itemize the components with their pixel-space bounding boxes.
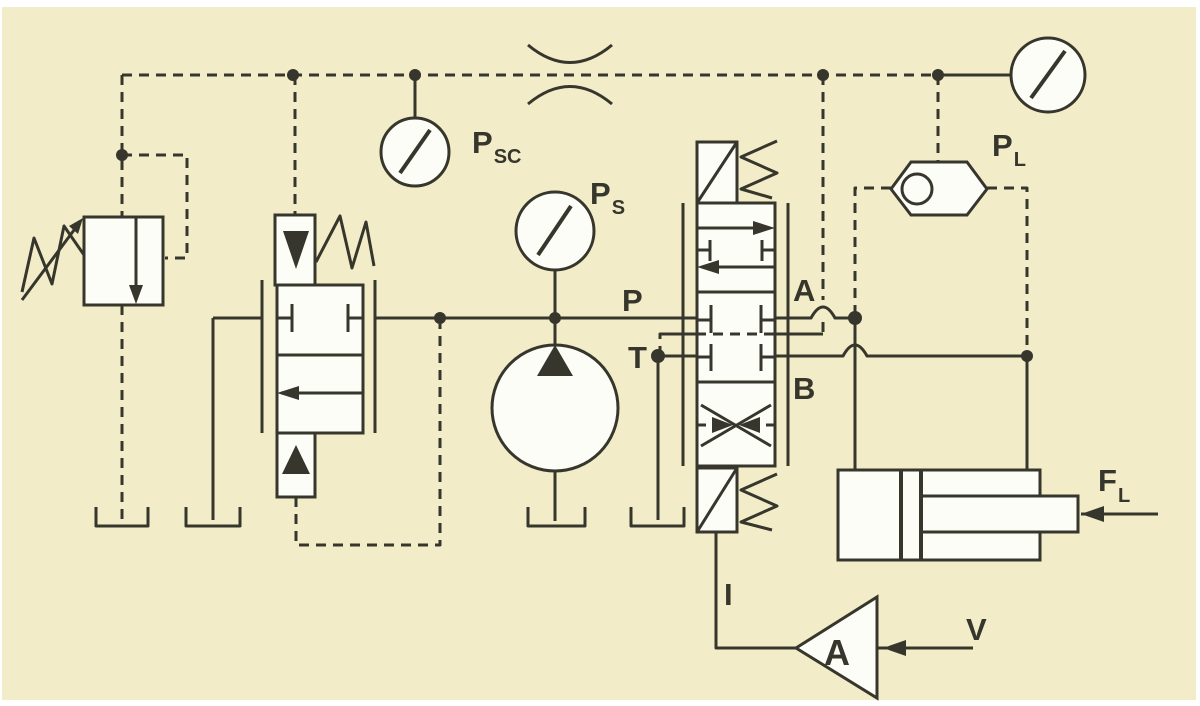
cylinder-piston [899,471,923,559]
orifice-arc-top [527,43,613,64]
current-signal-wire [714,532,796,650]
servo-bottom-solenoid-slash [695,467,739,533]
relief-flow-arrowhead-icon [129,285,143,304]
port-p-label: P [622,283,643,318]
tank-symbol-pump [526,507,587,528]
gauge-pl-label: PL [992,128,1026,171]
servo-p3-arrowhead-left-icon [739,417,760,433]
cylinder-rod [919,494,1080,534]
servo-p3-cross-lines [700,403,772,448]
gauge-pl-label-sub: L [1014,149,1026,171]
shuttle-left-pilot-line [853,186,891,315]
servo-p1-arrowhead-right-icon [753,221,775,235]
load-force-arrowhead-icon [1081,506,1104,522]
relief-valve-body [82,215,165,307]
pump [490,343,620,473]
port-a-label: A [793,273,815,308]
pressure-compensator-valve [260,213,377,499]
compensator-flow-arrowhead-icon [277,386,299,400]
servo-p3-arrowhead-right-icon [712,417,733,433]
orifice-arc-bottom [527,85,613,106]
servo-p1-arrowhead-left-icon [697,260,719,274]
compensator-spring-icon [314,214,376,270]
compensator-bottom-pilot-triangle-icon [282,445,310,474]
pressure-gauge-psc: PSC [379,116,521,188]
service-line-a [775,305,855,320]
port-b-label: B [793,371,815,406]
load-force-label: FL [1098,463,1130,507]
amplifier: A V I [714,532,987,701]
gauge-pl-needle-icon [1029,49,1067,100]
cylinder [836,468,1080,562]
pressure-gauge-ps: PS [514,176,625,272]
shuttle-ball-icon [900,172,934,206]
junction-dot [932,69,944,81]
servo-p2-blocked-right-top [759,305,775,333]
servo-p1-blocked-right [760,240,775,261]
compensator-top-pilot-triangle-icon [283,231,309,269]
relief-valve [20,215,165,307]
gauge-psc-label-main: P [472,125,493,160]
diagram-background [2,7,1196,700]
compensator-blocked-port-left [277,304,294,332]
relief-adjust-arrowhead-icon [69,218,83,234]
compensator-blocked-port-right [346,304,363,332]
orifice-restrictor [527,43,613,106]
junction-dot [116,149,128,161]
shuttle-right-pilot-line [987,186,1029,351]
compensator-feedback-line [294,321,442,547]
junction-dots [116,69,1033,363]
gauge-ps-label: PS [590,176,625,219]
junction-dot [287,69,299,81]
junction-dot [409,69,421,81]
tank-symbol-relief [94,507,150,528]
relief-adjust-arrow [20,221,82,301]
amplifier-label: A [824,632,850,673]
servo-p2-blocked-left-bottom [697,344,713,371]
junction-dot [651,349,665,363]
tank-symbol-compensator [184,507,242,528]
junction-dot [549,312,561,324]
voltage-label: V [966,612,987,647]
compensator-body [275,283,365,435]
junction-dot [1021,350,1033,362]
gauge-ps-needle-icon [536,204,573,257]
junction-dot [434,312,446,324]
port-labels: P T A B [622,273,815,406]
load-force-label-sub: L [1118,485,1130,507]
gauge-psc-label-sub: SC [494,146,522,168]
servo-top-solenoid-slash [695,141,739,204]
tank-symbol-valve [629,507,686,528]
load-force-arrow: FL [1081,463,1158,522]
service-line-b [775,343,1027,358]
gauge-psc-label: PSC [472,125,521,168]
port-t-label: T [628,340,647,375]
relief-pilot-branch [122,153,189,260]
servo-p1-blocked-left [697,240,712,261]
servo-p2-blocked-left-top [697,305,713,333]
current-label: I [724,577,733,612]
servo-bottom-spring-icon [739,472,779,532]
junction-dot [848,311,862,325]
compensator-tank-line [211,316,262,520]
servo-position-dividers [697,290,775,384]
servo-p2-blocked-right-bottom [759,344,775,371]
servo-top-spring-icon [739,139,779,200]
load-force-label-main: F [1098,463,1117,498]
junction-dot [817,69,829,81]
gauge-ps-label-sub: S [612,197,625,219]
gauge-ps-label-main: P [590,176,611,211]
voltage-arrowhead-icon [883,640,906,656]
pump-flow-triangle-icon [537,345,573,376]
tank-symbols [94,507,686,528]
pressure-gauge-pl: PL [992,36,1087,171]
shuttle-valve [889,160,989,217]
gauge-psc-needle-icon [398,128,432,175]
gauge-pl-label-main: P [992,128,1013,163]
